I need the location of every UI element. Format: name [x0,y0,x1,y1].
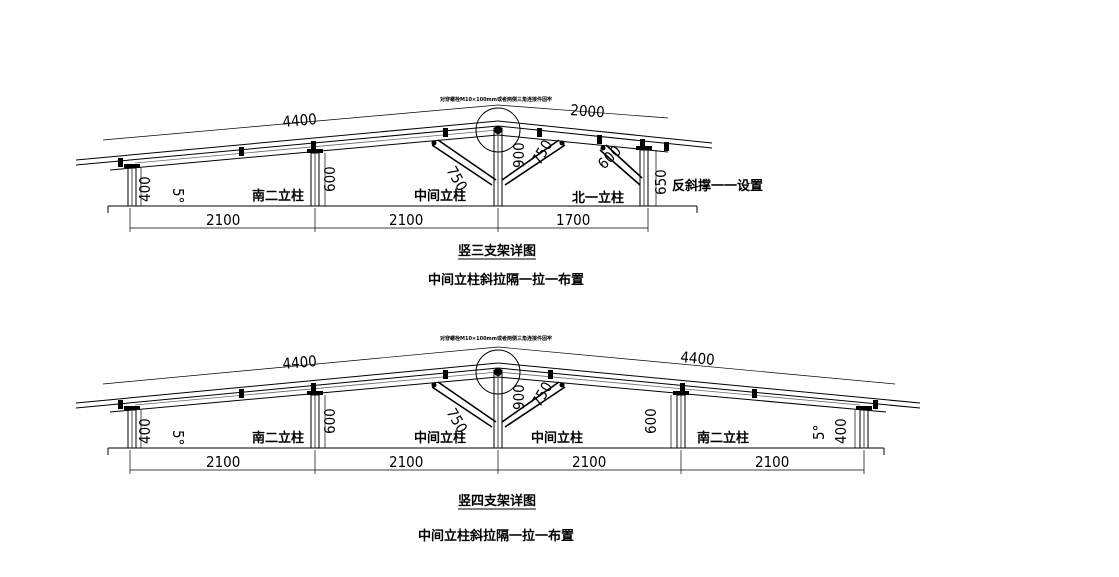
dim-bottom-3: 2100 [572,453,606,471]
rafter-right-top [497,362,921,404]
angle-label-left: 5° [169,430,187,445]
label-reverse-brace: 反斜撑一一设置 [672,178,763,194]
clamps [118,370,878,409]
dim-top-right: 4400 [680,348,716,369]
rafter-left-top [75,120,499,161]
dim-bottom-2: 2100 [389,453,423,471]
angle-label-right: 5° [810,425,828,440]
label-north-one-post: 北一立柱 [572,190,624,206]
label-middle-post-left: 中间立柱 [414,430,466,446]
dim-top-left: 4400 [282,352,318,373]
ridge-detail-circle [475,349,521,395]
purlin-left [109,134,499,171]
label-middle-post: 中间立柱 [414,188,466,204]
dim-bottom-1: 2100 [206,211,240,229]
post-dim-north: 650 [652,169,670,195]
bolt-note: 对穿螺栓M10×100mm或者两侧三角连接件固牢 [440,96,552,103]
braces [431,381,566,428]
post-dim-1: 400 [136,418,154,444]
dim-bottom-3: 1700 [556,211,590,229]
label-south-two-post-left: 南二立柱 [252,430,304,446]
bolt-note: 对穿螺栓M10×100mm或者两侧三角连接件固牢 [440,335,552,342]
post-dim-middle: 600 [321,166,339,192]
rafter-left-bottom [75,125,499,166]
dim-bottom-4: 2100 [755,453,789,471]
rafter-right-bottom [497,125,713,149]
post-dim-3: 600 [642,408,660,434]
rafter-left-top [75,362,499,404]
posts [124,369,872,449]
rafter-left-bottom [75,367,499,409]
angle-label: 5° [169,188,187,203]
dim-top-right: 2000 [570,101,606,121]
label-south-two-post-right: 南二立柱 [697,430,749,446]
rafter-right-bottom [497,367,921,409]
dim-top-left: 4400 [282,110,318,131]
dim-bottom-2: 2100 [389,211,423,229]
brace-dim-right: 750 [528,137,556,168]
post-dim-4: 400 [832,418,850,444]
diagram-subtitle: 中间立柱斜拉隔一拉一布置 [428,272,584,288]
center-height-dim: 900 [510,142,528,168]
diagram-vertical-three: 对穿螺栓M10×100mm或者两侧三角连接件固牢 4400 2000 [75,96,763,288]
dim-line-top-right [497,104,669,119]
post-dim-south: 400 [136,176,154,202]
braces [431,139,643,186]
post-dim-2: 600 [321,408,339,434]
diagram-title: 竖三支架详图 [458,243,536,259]
rafter-right-top [497,120,713,144]
label-south-two-post: 南二立柱 [252,188,304,204]
brace-dim-right: 750 [528,379,556,410]
clamps [118,128,669,167]
diagram-title: 竖四支架详图 [458,493,536,509]
diagram-subtitle: 中间立柱斜拉隔一拉一布置 [418,528,574,544]
dim-bottom-1: 2100 [206,453,240,471]
diagram-vertical-four: 对穿螺栓M10×100mm或者两侧三角连接件固牢 4400 4400 [75,335,921,544]
center-height-dim: 900 [510,384,528,410]
dim-line-top-left [102,104,499,141]
ridge-detail-circle [475,107,521,153]
label-middle-post-right: 中间立柱 [531,430,583,446]
